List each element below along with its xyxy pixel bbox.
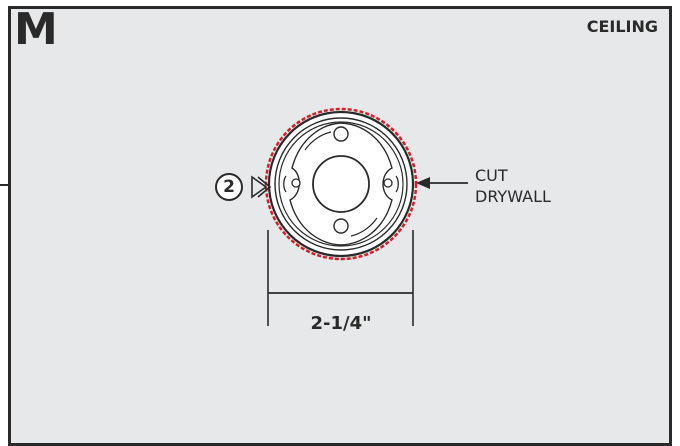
callout-arrow-icon <box>215 173 272 201</box>
view-label: CEILING <box>586 17 658 36</box>
ceiling-plate-icon <box>267 110 415 258</box>
cut-label-line2: DRYWALL <box>475 187 551 206</box>
pointer-arrow-icon <box>416 177 468 189</box>
dimension-label: 2-1/4" <box>310 313 372 334</box>
cut-drywall-label: CUT DRYWALL <box>475 165 551 207</box>
cut-label-line1: CUT <box>475 166 508 185</box>
callout-number: 2 <box>223 177 235 197</box>
ceiling-mount-drawing <box>0 107 468 326</box>
step-letter: M <box>14 4 58 55</box>
dimension-line <box>267 230 414 326</box>
